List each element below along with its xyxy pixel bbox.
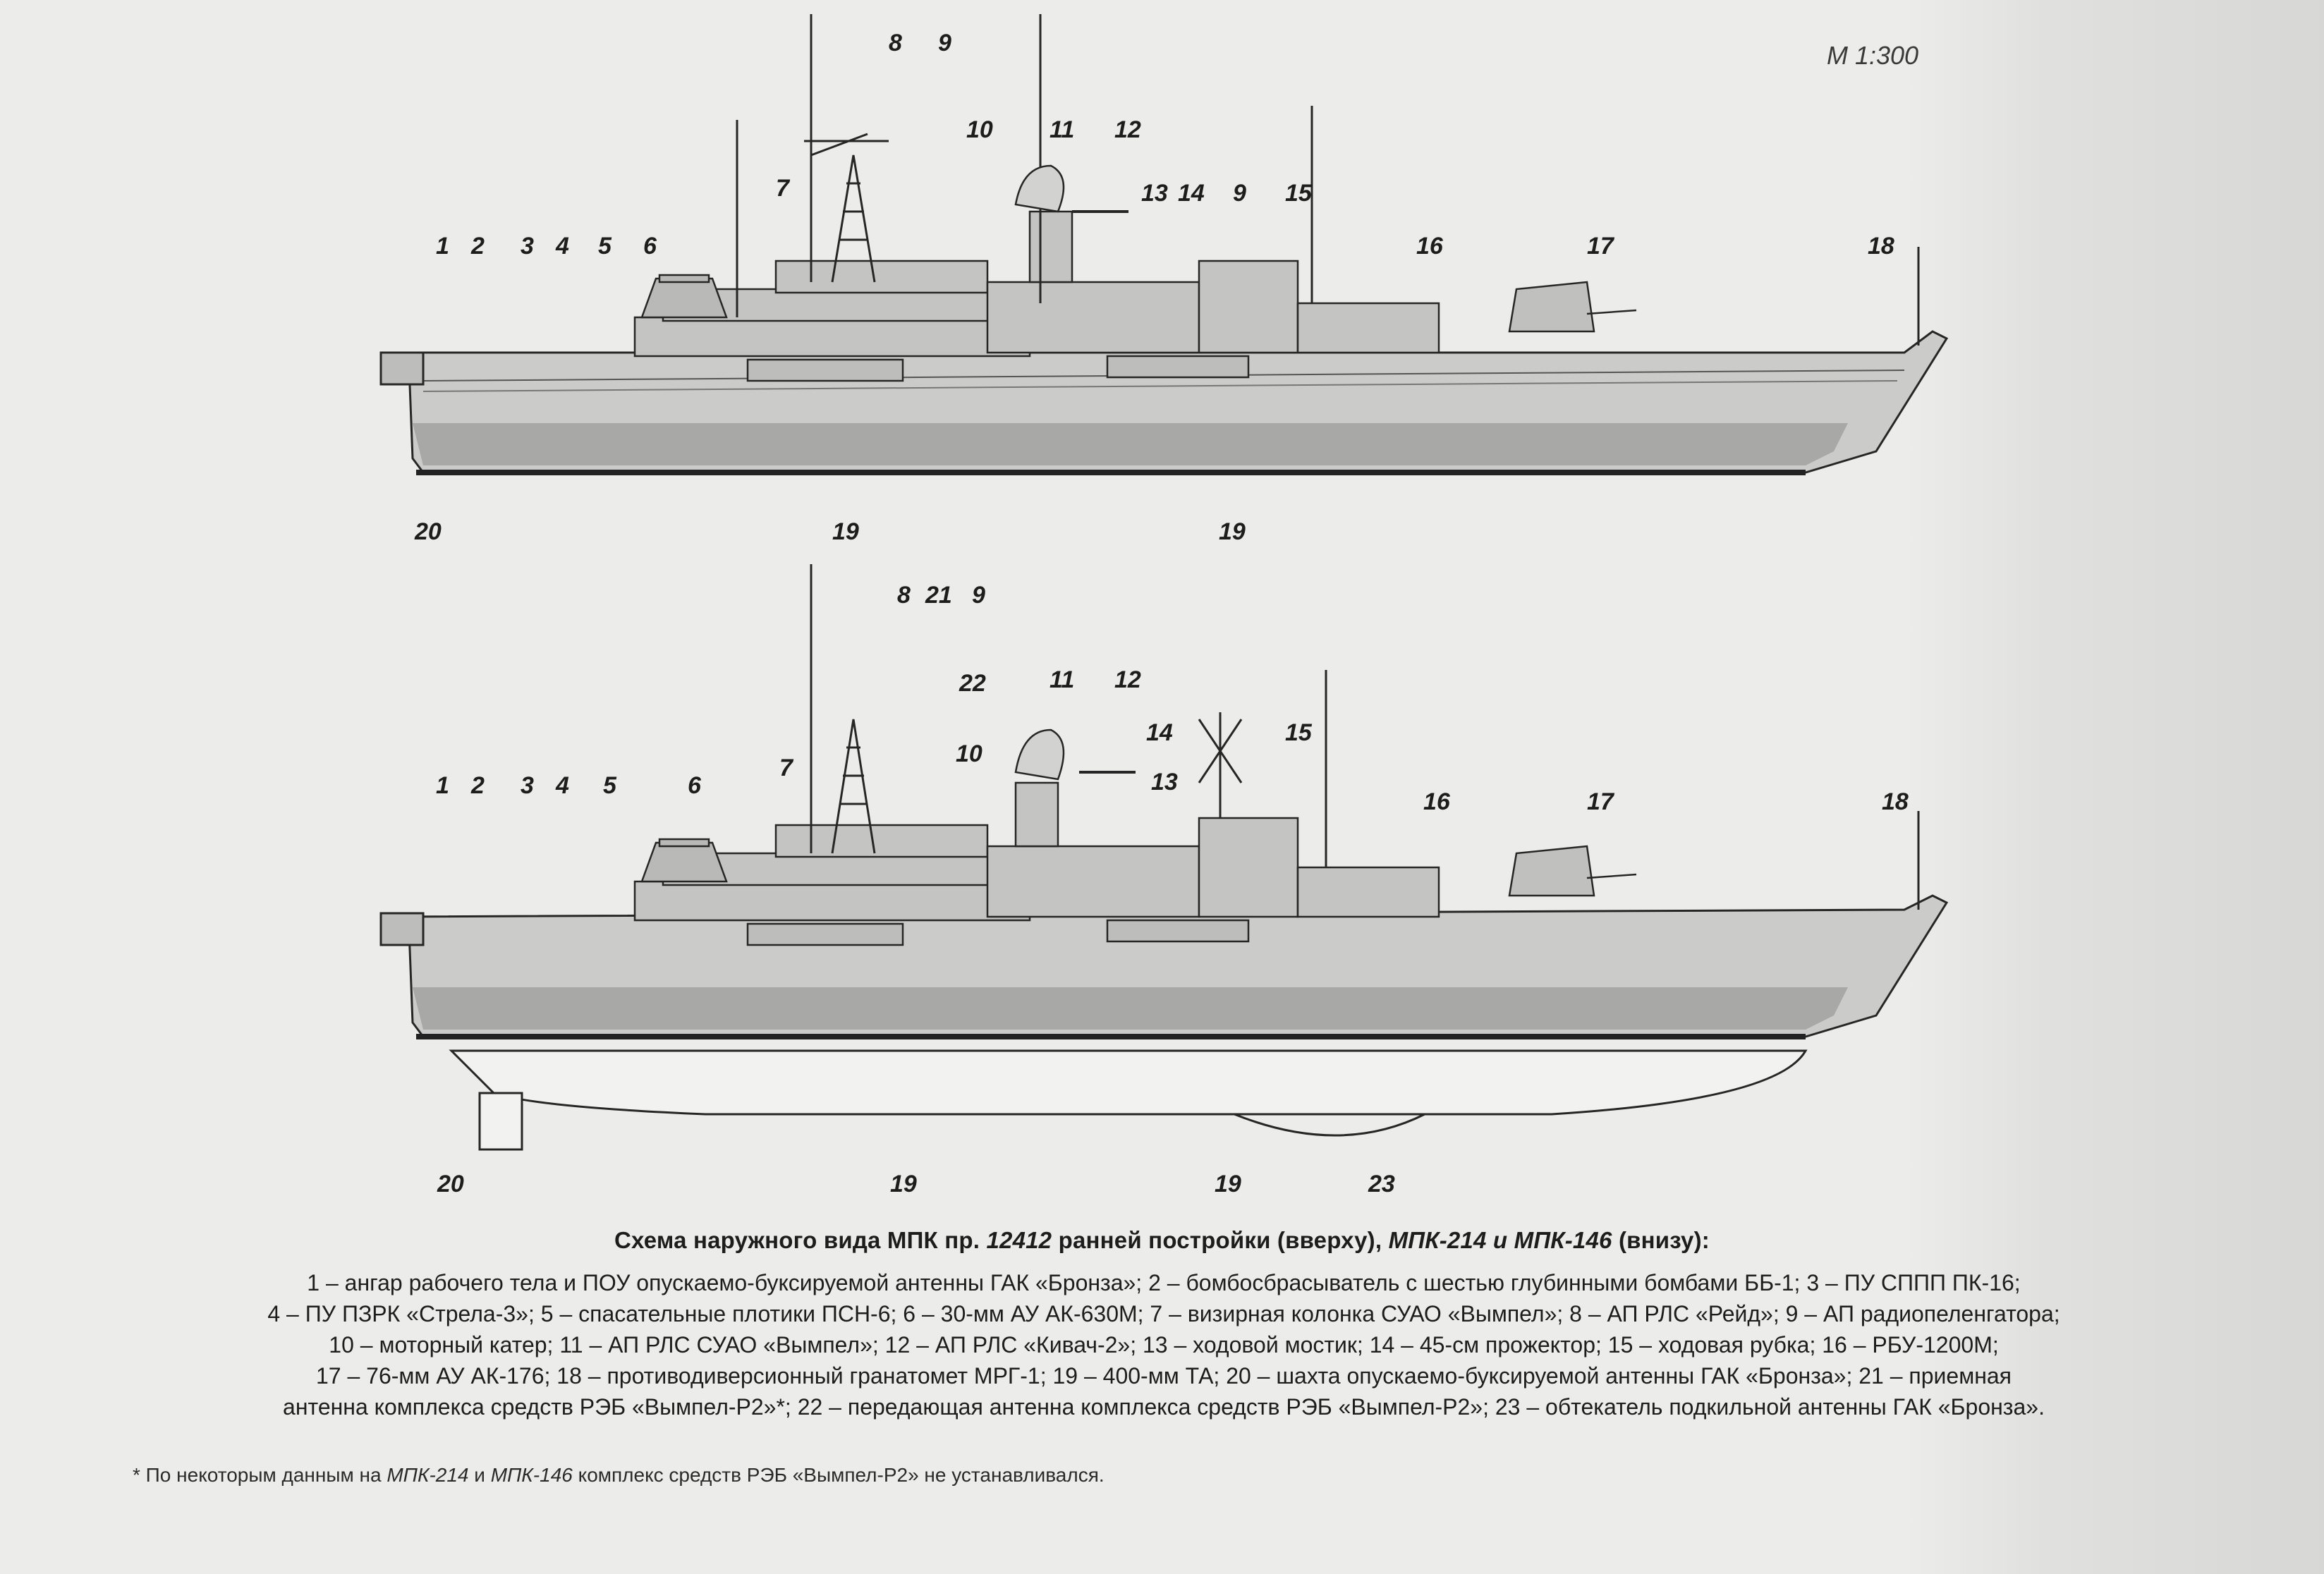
callout-19a: 19 (890, 1171, 917, 1197)
legend: 1 – ангар рабочего тела и ПОУ опускаемо-… (35, 1267, 2292, 1422)
gun-ak630 (640, 838, 728, 883)
callout-3: 3 (521, 233, 534, 260)
callout-8: 8 (897, 582, 911, 609)
ship-profile-early: 1 2 3 4 5 6 7 8 9 10 11 12 13 14 9 15 16… (379, 14, 1949, 545)
footnote-suffix: комплекс средств РЭБ «Вымпел-Р2» не уста… (572, 1464, 1105, 1486)
callout-20: 20 (437, 1171, 464, 1197)
callout-18: 18 (1868, 233, 1894, 260)
legend-line: 4 – ПУ ПЗРК «Стрела-3»; 5 – спасательные… (267, 1301, 2060, 1326)
callout-20: 20 (414, 518, 442, 545)
title-suffix: (внизу): (1612, 1227, 1710, 1253)
callout-11: 11 (1050, 666, 1074, 693)
footnote-ship2: МПК-146 (490, 1464, 573, 1486)
footnote: * По некоторым данным на МПК-214 и МПК-1… (133, 1464, 1105, 1487)
footnote-prefix: * По некоторым данным на (133, 1464, 387, 1486)
callout-19b: 19 (1215, 1171, 1241, 1197)
legend-line: 17 – 76-мм АУ АК-176; 18 – противодиверс… (316, 1363, 2012, 1389)
callout-17: 17 (1587, 233, 1615, 260)
callout-22: 22 (959, 670, 986, 697)
callout-2: 2 (470, 233, 485, 260)
caption-title: Схема наружного вида МПК пр. 12412 ранне… (0, 1227, 2324, 1254)
masts (810, 564, 1920, 910)
title-prefix: Схема наружного вида МПК пр. (614, 1227, 987, 1253)
callout-4: 4 (555, 772, 569, 799)
callout-18: 18 (1882, 788, 1909, 815)
callout-21: 21 (925, 582, 952, 609)
callout-7: 7 (779, 755, 794, 781)
callout-9: 9 (972, 582, 985, 609)
callout-12: 12 (1114, 116, 1141, 143)
ship-profile-mpk214-mpk146: 1 2 3 4 5 6 7 8 21 9 22 10 11 12 14 13 1… (379, 564, 1949, 1197)
gun-ak630 (640, 274, 728, 319)
superstructure (633, 781, 1440, 922)
gun-ak176 (1508, 281, 1637, 333)
callout-14: 14 (1146, 719, 1173, 746)
callout-10: 10 (966, 116, 993, 143)
callout-9: 9 (938, 30, 951, 56)
callout-16: 16 (1416, 233, 1444, 260)
callout-9b: 9 (1233, 180, 1246, 207)
callout-5: 5 (598, 233, 612, 260)
callout-17: 17 (1587, 788, 1615, 815)
callout-15: 15 (1285, 719, 1313, 746)
callout-11: 11 (1050, 116, 1074, 143)
callout-labels-top: 1 2 3 4 5 6 7 8 9 10 11 12 13 14 9 15 16… (414, 30, 1894, 545)
masts (736, 14, 1920, 346)
callout-2: 2 (470, 772, 485, 799)
superstructure (633, 210, 1440, 358)
callout-3: 3 (521, 772, 534, 799)
radar-dish (1014, 164, 1128, 213)
callout-1: 1 (436, 233, 449, 260)
underwater-hull (449, 1049, 1808, 1151)
radar-dish (1014, 728, 1136, 781)
title-ships: МПК-214 и МПК-146 (1388, 1227, 1612, 1253)
title-middle: ранней постройки (вверху), (1052, 1227, 1389, 1253)
callout-23: 23 (1368, 1171, 1395, 1197)
callout-14: 14 (1178, 180, 1205, 207)
footnote-ship1: МПК-214 (387, 1464, 469, 1486)
legend-line: 1 – ангар рабочего тела и ПОУ опускаемо-… (307, 1270, 2021, 1295)
torpedo-tubes (746, 355, 1250, 382)
callout-7: 7 (776, 175, 791, 202)
gun-ak176 (1508, 845, 1637, 897)
callout-16: 16 (1423, 788, 1451, 815)
callout-labels-bottom: 1 2 3 4 5 6 7 8 21 9 22 10 11 12 14 13 1… (436, 582, 1909, 1197)
footnote-and: и (468, 1464, 491, 1486)
torpedo-tubes (746, 919, 1250, 946)
callout-19b: 19 (1219, 518, 1246, 545)
callout-4: 4 (555, 233, 569, 260)
title-project: 12412 (986, 1227, 1052, 1253)
callout-6: 6 (688, 772, 702, 799)
callout-12: 12 (1114, 666, 1141, 693)
scale-label: М 1:300 (1827, 41, 1919, 70)
callout-5: 5 (603, 772, 617, 799)
callout-15: 15 (1285, 180, 1313, 207)
callout-13: 13 (1141, 180, 1168, 207)
legend-line: 10 – моторный катер; 11 – АП РЛС СУАО «В… (329, 1332, 1999, 1358)
callout-19a: 19 (832, 518, 859, 545)
legend-line: антенна комплекса средств РЭБ «Вымпел-Р2… (283, 1394, 2045, 1420)
callout-1: 1 (436, 772, 449, 799)
callout-10: 10 (956, 740, 982, 767)
callout-8: 8 (889, 30, 902, 56)
callout-13: 13 (1151, 769, 1178, 795)
callout-6: 6 (643, 233, 657, 260)
